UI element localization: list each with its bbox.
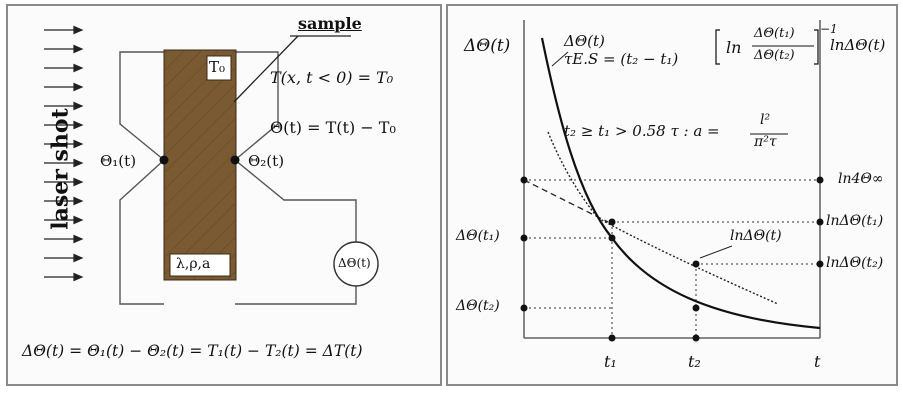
laser-shot-label: laser shot: [47, 108, 74, 230]
properties-box: [169, 253, 231, 277]
ln-t2-label: lnΔΘ(t₂): [826, 255, 884, 271]
delta-theta-curve: [540, 37, 821, 330]
laser-arrowhead: [73, 253, 84, 263]
theta1-probe-dot: [159, 155, 169, 165]
t2-tick-label: t₂: [688, 352, 701, 371]
laser-arrowhead: [73, 196, 84, 206]
delta-theta-t1-label: ΔΘ(t₁): [456, 228, 500, 244]
experiment-schematic-panel: laser shot sample T₀ T(x, t < 0) = T₀ Θ(…: [6, 4, 442, 386]
a-numerator: l²: [760, 112, 771, 128]
ln-t1-label: lnΔΘ(t₁): [826, 213, 884, 229]
laser-arrowhead: [73, 120, 84, 130]
laser-arrowhead: [73, 63, 84, 73]
t0-label: T₀: [209, 58, 226, 76]
decay-plot: [520, 20, 824, 342]
tau-lhs-top: ΔΘ(t): [564, 32, 605, 50]
tau-exponent: −1: [820, 22, 838, 36]
laser-arrowhead: [73, 82, 84, 92]
tau-ln: ln: [726, 38, 742, 57]
laser-arrowhead: [73, 215, 84, 225]
laser-arrowhead: [73, 101, 84, 111]
a-denominator: π²τ: [754, 134, 777, 150]
ln4-label: ln4Θ∞: [838, 171, 884, 187]
plot-points: [520, 176, 824, 342]
meter-circle: [333, 241, 379, 287]
laser-arrowhead: [73, 139, 84, 149]
plot-panel: ΔΘ(t) lnΔΘ(t) ΔΘ(t) τE.S = (t₂ − t₁) ln …: [446, 4, 898, 386]
guide-lines: [524, 179, 820, 338]
initial-condition: T(x, t < 0) = T₀: [270, 68, 394, 87]
t0-box: [206, 55, 232, 81]
left-axis-label: ΔΘ(t): [464, 36, 511, 56]
tau-denominator: ΔΘ(t₂): [754, 48, 795, 63]
ln-label-pointer: [699, 245, 733, 259]
ln-curve-label: lnΔΘ(t): [730, 228, 782, 244]
laser-arrowhead: [73, 25, 84, 35]
schematic-drawing: [44, 25, 379, 305]
properties-label: λ,ρ,a: [176, 256, 211, 272]
sample-pointer: [233, 35, 299, 103]
tau-lhs: τE.S = (t₂ − t₁): [564, 50, 679, 68]
tau-label-pointer: [551, 51, 569, 67]
laser-arrowhead: [73, 158, 84, 168]
extrapolation-line: [523, 179, 609, 223]
ln-delta-theta-curve: [547, 131, 779, 305]
wire-outline: [119, 51, 357, 305]
laser-arrowhead: [73, 44, 84, 54]
laser-arrowhead: [73, 177, 84, 187]
laser-arrowhead: [73, 234, 84, 244]
theta2-label: Θ₂(t): [248, 152, 285, 170]
theta2-probe-dot: [230, 155, 240, 165]
t-axis-label: t: [814, 352, 821, 371]
right-axis-label: lnΔΘ(t): [830, 36, 886, 54]
laser-arrowhead: [73, 272, 84, 282]
theta1-label: Θ₁(t): [100, 152, 137, 170]
delta-theta-t2-label: ΔΘ(t₂): [456, 298, 500, 314]
sample-label: sample: [298, 14, 362, 33]
laser-arrows: [44, 25, 84, 282]
theta-definition: Θ(t) = T(t) − T₀: [270, 118, 396, 137]
t1-tick-label: t₁: [604, 352, 617, 371]
meter-label: ΔΘ(t): [338, 256, 371, 270]
condition-text: t₂ ≥ t₁ > 0.58 τ : a =: [564, 122, 720, 140]
tau-numerator: ΔΘ(t₁): [754, 26, 795, 41]
bottom-equation: ΔΘ(t) = Θ₁(t) − Θ₂(t) = T₁(t) − T₂(t) = …: [22, 342, 363, 360]
